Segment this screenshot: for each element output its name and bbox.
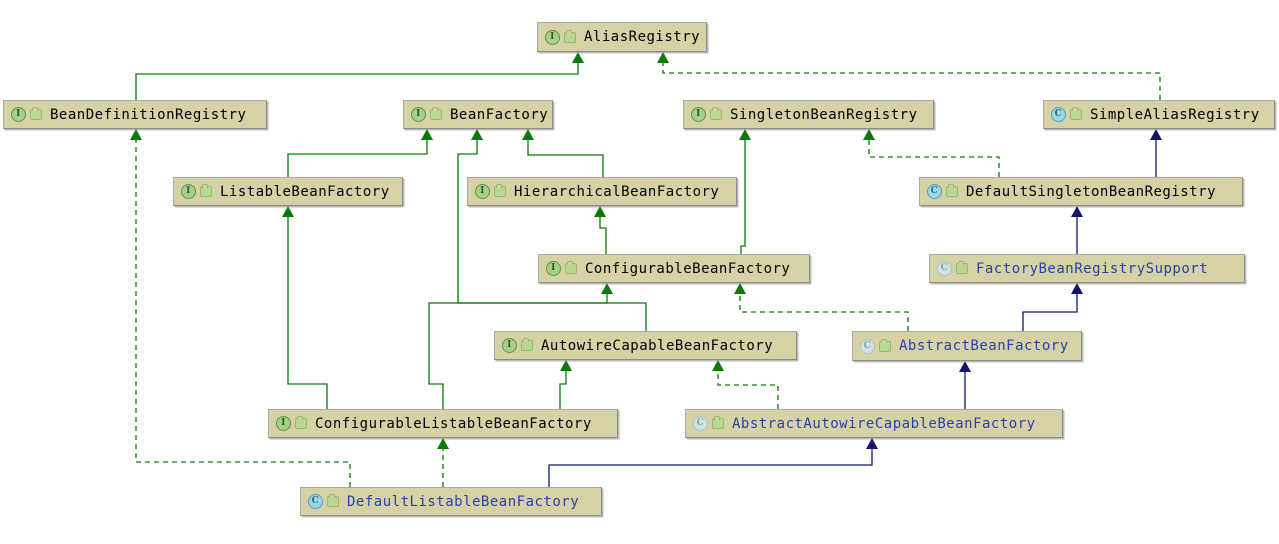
interface-icon: I (181, 184, 196, 199)
abstract-class-icon: C (693, 416, 708, 431)
edge-ConfigurableListableBeanFactory-extends-interface-ConfigurableBeanFactory (428, 293, 608, 409)
arrowhead-ListableBeanFactory-to-BeanFactory (421, 129, 433, 140)
interface-icon: I (691, 107, 706, 122)
edge-ConfigurableListableBeanFactory-extends-interface-ListableBeanFactory (287, 216, 328, 409)
edge-AbstractBeanFactory-extends-class-FactoryBeanRegistrySupport (1022, 293, 1078, 331)
edge-ConfigurableBeanFactory-extends-interface-HierarchicalBeanFactory (599, 216, 607, 254)
visibility-icon (710, 107, 722, 120)
class-name-label: BeanDefinitionRegistry (50, 106, 247, 123)
edge-BeanDefinitionRegistry-extends-interface-AliasRegistry (135, 62, 579, 100)
visibility-icon (1070, 107, 1082, 120)
interface-icon: I (411, 107, 426, 122)
arrowhead-BeanDefinitionRegistry-to-AliasRegistry (572, 52, 584, 63)
node-HierarchicalBeanFactory[interactable]: I HierarchicalBeanFactory (467, 177, 737, 206)
visibility-icon (327, 494, 339, 507)
node-ConfigurableBeanFactory[interactable]: I ConfigurableBeanFactory (538, 254, 810, 283)
arrowhead-SimpleAliasRegistry-to-AliasRegistry (657, 52, 669, 63)
class-icon: C (308, 494, 323, 509)
class-name-label: ListableBeanFactory (220, 183, 390, 200)
node-AbstractBeanFactory[interactable]: C AbstractBeanFactory (852, 331, 1082, 361)
visibility-icon (956, 261, 968, 274)
edge-ConfigurableListableBeanFactory-extends-interface-AutowireCapableBeanFactory (559, 370, 567, 409)
visibility-icon (200, 184, 212, 197)
edge-AutowireCapableBeanFactory-extends-interface-BeanFactory (457, 139, 647, 331)
visibility-icon (430, 107, 442, 120)
class-name-label: ConfigurableListableBeanFactory (315, 415, 592, 432)
visibility-icon (30, 107, 42, 120)
class-name-label: FactoryBeanRegistrySupport (976, 260, 1209, 277)
visibility-icon (295, 416, 307, 429)
class-name-label: SimpleAliasRegistry (1090, 106, 1260, 123)
abstract-class-icon: C (860, 338, 875, 354)
interface-icon: I (475, 184, 490, 199)
node-AbstractAutowireCapableBeanFactory[interactable]: C AbstractAutowireCapableBeanFactory (685, 409, 1063, 438)
class-icon: C (1051, 107, 1066, 122)
interface-icon: I (546, 261, 561, 276)
visibility-icon (494, 184, 506, 197)
arrowhead-FactoryBeanRegistrySupport-to-DefaultSingletonBeanRegistry (1071, 206, 1083, 217)
node-SimpleAliasRegistry[interactable]: C SimpleAliasRegistry (1043, 100, 1275, 129)
arrowhead-DefaultSingletonBeanRegistry-to-SingletonBeanRegistry (863, 129, 875, 140)
class-name-label: DefaultSingletonBeanRegistry (966, 183, 1217, 200)
edge-ConfigurableBeanFactory-extends-interface-SingletonBeanRegistry (740, 139, 746, 254)
class-name-label: ConfigurableBeanFactory (585, 260, 791, 277)
interface-icon: I (502, 338, 517, 353)
edge-AbstractBeanFactory-implements-ConfigurableBeanFactory (739, 293, 909, 331)
abstract-class-icon: C (937, 261, 952, 276)
edge-DefaultSingletonBeanRegistry-implements-SingletonBeanRegistry (868, 139, 1000, 177)
arrowhead-AbstractBeanFactory-to-ConfigurableBeanFactory (734, 283, 746, 294)
arrowhead-ConfigurableListableBeanFactory-to-AutowireCapableBeanFactory (560, 360, 572, 371)
arrowhead-AbstractAutowireCapableBeanFactory-to-AutowireCapableBeanFactory (712, 360, 724, 371)
class-name-label: AutowireCapableBeanFactory (541, 337, 774, 354)
visibility-icon (946, 184, 958, 197)
interface-icon: I (11, 107, 26, 122)
visibility-icon (879, 338, 891, 352)
node-DefaultListableBeanFactory[interactable]: C DefaultListableBeanFactory (300, 487, 602, 516)
interface-icon: I (276, 416, 291, 431)
edge-ListableBeanFactory-extends-interface-BeanFactory (287, 139, 428, 177)
node-BeanDefinitionRegistry[interactable]: I BeanDefinitionRegistry (3, 100, 267, 129)
visibility-icon (521, 338, 533, 351)
node-BeanFactory[interactable]: I BeanFactory (403, 100, 553, 129)
class-name-label: AbstractAutowireCapableBeanFactory (732, 415, 1036, 432)
arrowhead-DefaultListableBeanFactory-to-BeanDefinitionRegistry (130, 129, 142, 140)
arrowhead-DefaultListableBeanFactory-to-ConfigurableListableBeanFactory (437, 438, 449, 449)
edge-AbstractAutowireCapableBeanFactory-implements-AutowireCapableBeanFactory (717, 370, 779, 409)
arrowhead-ConfigurableBeanFactory-to-HierarchicalBeanFactory (594, 206, 606, 217)
arrowhead-DefaultListableBeanFactory-to-AbstractAutowireCapableBeanFactory (866, 438, 878, 449)
node-AutowireCapableBeanFactory[interactable]: I AutowireCapableBeanFactory (494, 331, 797, 360)
visibility-icon (712, 416, 724, 429)
edge-DefaultListableBeanFactory-implements-BeanDefinitionRegistry (135, 139, 351, 487)
visibility-icon (565, 261, 577, 274)
class-name-label: SingletonBeanRegistry (730, 106, 918, 123)
class-icon: C (927, 184, 942, 199)
class-name-label: DefaultListableBeanFactory (347, 493, 580, 510)
class-name-label: AliasRegistry (584, 29, 701, 45)
class-name-label: BeanFactory (450, 106, 549, 123)
edge-SimpleAliasRegistry-implements-AliasRegistry (662, 62, 1161, 100)
arrowhead-ConfigurableBeanFactory-to-SingletonBeanRegistry (739, 129, 751, 140)
arrowhead-ConfigurableListableBeanFactory-to-ListableBeanFactory (282, 206, 294, 217)
class-name-label: AbstractBeanFactory (899, 338, 1069, 354)
visibility-icon (564, 29, 576, 43)
node-ListableBeanFactory[interactable]: I ListableBeanFactory (173, 177, 403, 206)
node-ConfigurableListableBeanFactory[interactable]: I ConfigurableListableBeanFactory (268, 409, 618, 438)
node-AliasRegistry[interactable]: I AliasRegistry (537, 22, 707, 52)
class-name-label: HierarchicalBeanFactory (514, 183, 720, 200)
arrowhead-ConfigurableListableBeanFactory-to-ConfigurableBeanFactory (601, 283, 613, 294)
node-FactoryBeanRegistrySupport[interactable]: C FactoryBeanRegistrySupport (929, 254, 1245, 283)
edge-HierarchicalBeanFactory-extends-interface-BeanFactory (527, 139, 604, 177)
interface-icon: I (545, 29, 560, 45)
arrowhead-AbstractBeanFactory-to-FactoryBeanRegistrySupport (1071, 283, 1083, 294)
arrowhead-HierarchicalBeanFactory-to-BeanFactory (522, 129, 534, 140)
arrowhead-AbstractAutowireCapableBeanFactory-to-AbstractBeanFactory (959, 361, 971, 372)
arrowhead-DefaultSingletonBeanRegistry-to-SimpleAliasRegistry (1150, 129, 1162, 140)
edge-DefaultListableBeanFactory-extends-class-AbstractAutowireCapableBeanFactory (548, 448, 873, 487)
arrowhead-AutowireCapableBeanFactory-to-BeanFactory (471, 129, 483, 140)
node-DefaultSingletonBeanRegistry[interactable]: C DefaultSingletonBeanRegistry (919, 177, 1243, 206)
node-SingletonBeanRegistry[interactable]: I SingletonBeanRegistry (683, 100, 934, 129)
